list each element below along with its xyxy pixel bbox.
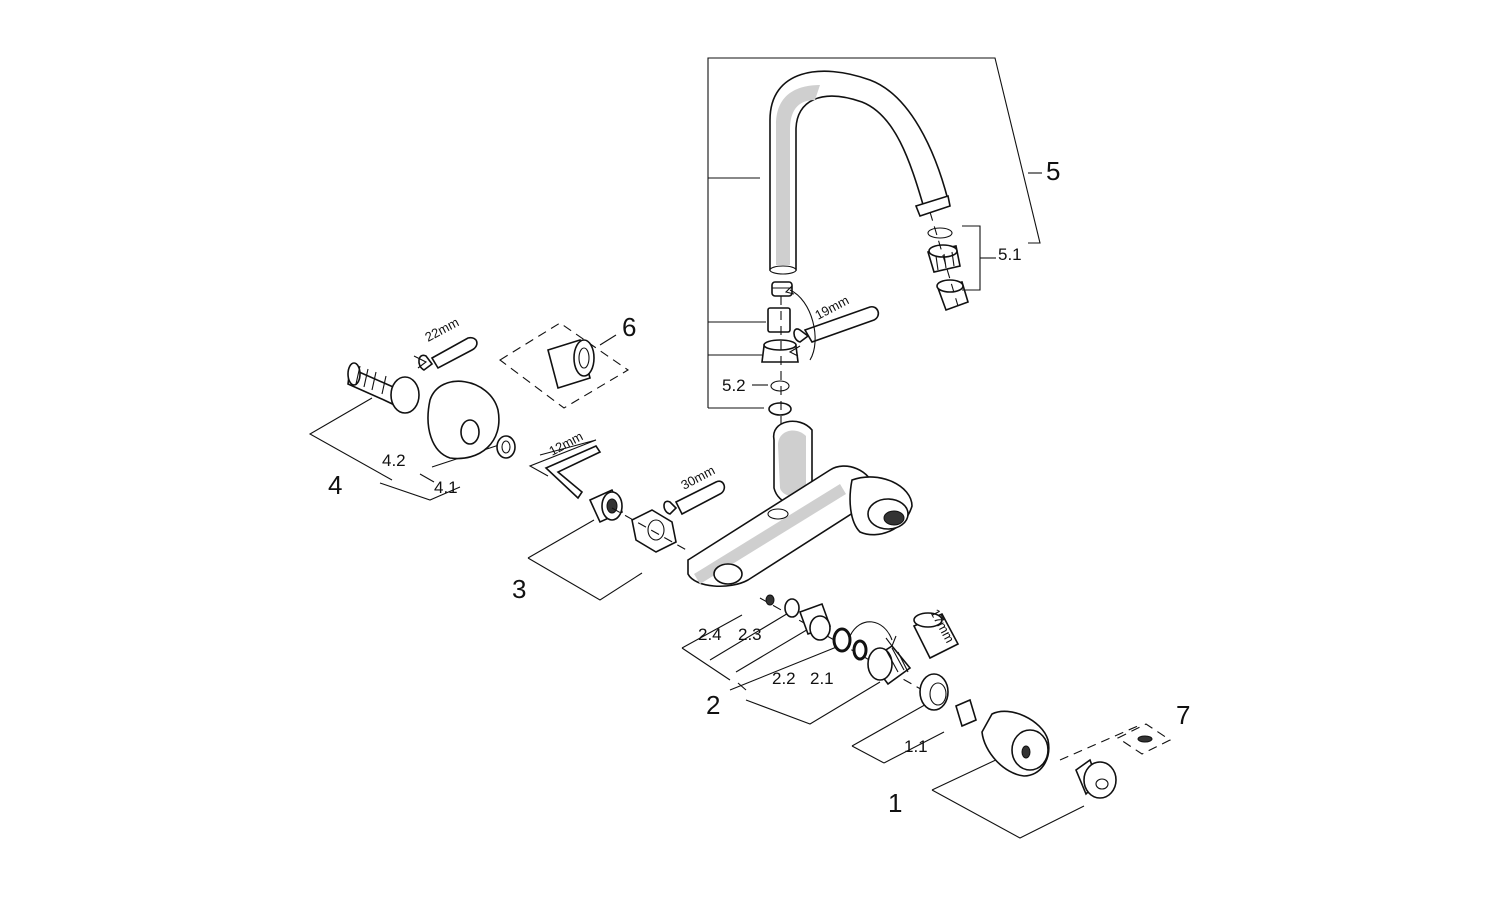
tool-label-22mm: 22mm <box>422 314 461 344</box>
cartridge-assembly-2 <box>681 594 960 725</box>
label-2-3: 2.3 <box>738 625 762 644</box>
label-3: 3 <box>512 574 526 604</box>
label-7: 7 <box>1176 700 1190 730</box>
label-2-4: 2.4 <box>698 625 722 644</box>
label-4: 4 <box>328 470 342 500</box>
label-1: 1 <box>888 788 902 818</box>
adapter-option-6 <box>499 322 630 409</box>
label-6: 6 <box>622 312 636 342</box>
spout-assembly <box>707 57 1042 428</box>
label-2-2: 2.2 <box>772 669 796 688</box>
label-4-2: 4.2 <box>382 451 406 470</box>
label-5: 5 <box>1046 156 1060 186</box>
handle-assembly-1 <box>851 673 1172 839</box>
label-2: 2 <box>706 690 720 720</box>
label-1-1: 1.1 <box>904 737 928 756</box>
label-4-1: 4.1 <box>434 478 458 497</box>
wall-connection-4 <box>308 336 516 501</box>
faucet-body <box>687 420 913 588</box>
label-5-2: 5.2 <box>722 376 746 395</box>
label-5-1: 5.1 <box>998 245 1022 264</box>
label-2-1: 2.1 <box>810 669 834 688</box>
connector-nut-3 <box>527 439 726 601</box>
